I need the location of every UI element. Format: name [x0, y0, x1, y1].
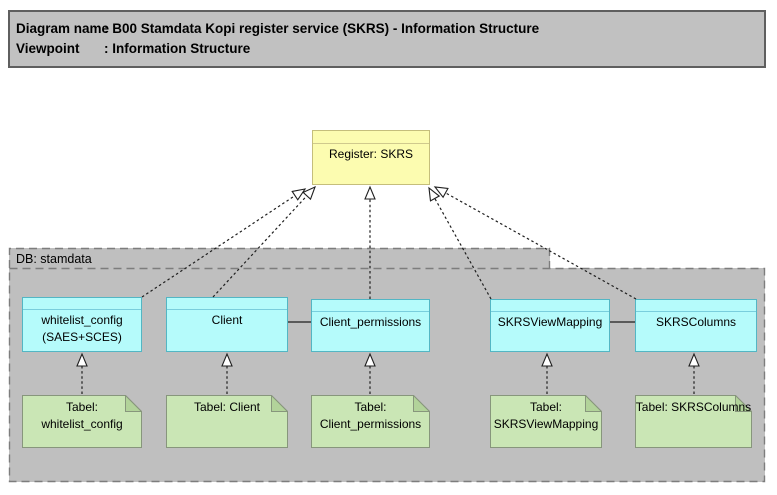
db-stamdata-label: DB: stamdata	[16, 252, 92, 266]
register-skrs-label: Register: SKRS	[328, 147, 414, 161]
entity-skrsviewmapping-label: SKRSViewMapping	[491, 312, 609, 331]
entity-skrsviewmapping[interactable]: SKRSViewMapping	[490, 299, 610, 352]
note-tabel-client[interactable]: Tabel: Client	[166, 395, 288, 448]
note-label-line1: Tabel:	[529, 400, 563, 414]
note-label: Tabel: SKRSColumns	[635, 395, 752, 416]
entity-skrscolumns-label: SKRSColumns	[636, 312, 756, 331]
entity-whitelist-config-band	[23, 298, 141, 310]
entity-label-line1: SKRSColumns	[655, 315, 737, 329]
note-label: Tabel: Client_permissions	[311, 395, 430, 433]
note-label-line1: Tabel: SKRSColumns	[635, 400, 752, 414]
entity-whitelist-config[interactable]: whitelist_config (SAES+SCES)	[22, 297, 142, 352]
entity-client-permissions[interactable]: Client_permissions	[311, 299, 430, 352]
note-tabel-skrscolumns[interactable]: Tabel: SKRSColumns	[635, 395, 752, 448]
note-tabel-skrsviewmapping[interactable]: Tabel: SKRSViewMapping	[490, 395, 602, 448]
entity-label-line2: (SAES+SCES)	[42, 330, 122, 344]
register-skrs-band	[313, 131, 429, 144]
note-label-line2: Client_permissions	[319, 417, 422, 431]
entity-skrscolumns-band	[636, 300, 756, 312]
diagram-name-label: Diagram name	[16, 21, 110, 36]
entity-client-permissions-label: Client_permissions	[312, 312, 429, 331]
note-label: Tabel: SKRSViewMapping	[490, 395, 602, 433]
entity-client[interactable]: Client	[166, 297, 288, 352]
entity-client-band	[167, 298, 287, 310]
register-skrs-node[interactable]: Register: SKRS	[312, 130, 430, 185]
note-label-line2: whitelist_config	[41, 417, 123, 431]
diagram-title-block: Diagram name: B00 Stamdata Kopi register…	[8, 10, 766, 68]
entity-label-line1: whitelist_config	[41, 313, 123, 327]
entity-whitelist-config-label: whitelist_config (SAES+SCES)	[23, 310, 141, 346]
note-label-line2: SKRSViewMapping	[493, 417, 599, 431]
db-stamdata-container-tab[interactable]: DB: stamdata	[9, 248, 550, 269]
entity-skrsviewmapping-band	[491, 300, 609, 312]
diagram-name-value: : B00 Stamdata Kopi register service (SK…	[104, 21, 540, 36]
note-tabel-client-permissions[interactable]: Tabel: Client_permissions	[311, 395, 430, 448]
note-label-line1: Tabel:	[354, 400, 387, 414]
entity-client-permissions-band	[312, 300, 429, 312]
viewpoint-label: Viewpoint	[16, 41, 80, 56]
diagram-name-row: Diagram name: B00 Stamdata Kopi register…	[16, 19, 764, 39]
entity-label-line1: Client	[211, 313, 243, 327]
viewpoint-row: Viewpoint : Information Structure	[16, 39, 764, 59]
note-tabel-whitelist-config[interactable]: Tabel: whitelist_config	[22, 395, 142, 448]
note-label: Tabel: whitelist_config	[22, 395, 142, 433]
entity-label-line1: SKRSViewMapping	[497, 315, 603, 329]
note-label-line1: Tabel: Client	[193, 400, 261, 414]
viewpoint-value: : Information Structure	[104, 41, 251, 56]
note-label: Tabel: Client	[166, 395, 288, 416]
entity-skrscolumns[interactable]: SKRSColumns	[635, 299, 757, 352]
entity-label-line1: Client_permissions	[319, 315, 422, 329]
entity-client-label: Client	[167, 310, 287, 329]
note-label-line1: Tabel:	[65, 400, 99, 414]
